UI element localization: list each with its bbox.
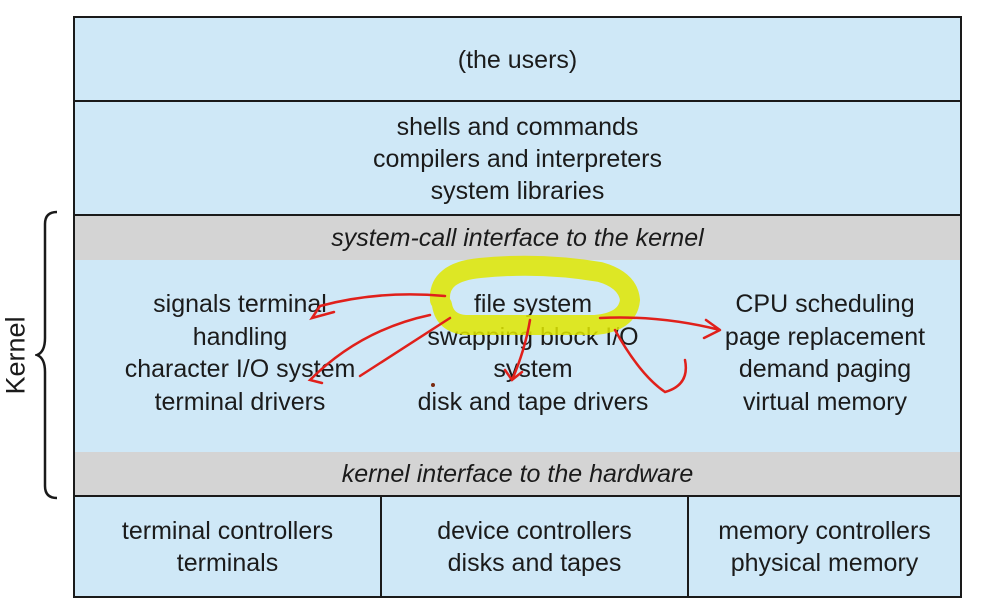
kernel-item: system (493, 355, 573, 383)
users-layer: (the users) (75, 18, 960, 102)
hardware-item: disks and tapes (447, 548, 622, 577)
kernel-item: swapping block I/O (427, 322, 639, 351)
kernel-item: terminal drivers (154, 387, 326, 416)
kernel-brace (35, 210, 58, 500)
kernel-item: page replacement (724, 322, 926, 351)
system-programs-text: shells and commands compilers and interp… (75, 111, 960, 207)
hardware-item: device controllers (437, 516, 632, 545)
system-programs-layer: shells and commands compilers and interp… (75, 102, 960, 216)
system-programs-line: system libraries (430, 177, 605, 205)
hardware-column-terminals: terminal controllers terminals (75, 497, 380, 596)
syscall-interface-layer: system-call interface to the kernel (75, 216, 960, 260)
kernel-item: CPU scheduling (735, 290, 915, 318)
hardware-interface-label: kernel interface to the hardware (341, 460, 694, 488)
hardware-column-devices: device controllers disks and tapes (380, 497, 687, 596)
system-programs-line: compilers and interpreters (372, 145, 662, 173)
kernel-item: disk and tape drivers (417, 387, 649, 416)
hardware-interface-layer: kernel interface to the hardware (75, 452, 960, 497)
hardware-item: terminal controllers (121, 516, 334, 545)
kernel-item: character I/O system (124, 355, 356, 383)
system-programs-line: shells and commands (396, 113, 639, 141)
hardware-layer: terminal controllers terminals device co… (75, 497, 960, 596)
hardware-item: terminals (176, 548, 279, 577)
kernel-item: demand paging (738, 355, 912, 383)
kernel-item: virtual memory (743, 387, 907, 416)
kernel-item: signals terminal (153, 290, 327, 318)
kernel-item: handling (192, 322, 288, 351)
syscall-interface-label: system-call interface to the kernel (331, 224, 704, 252)
kernel-column-io: signals terminal handling character I/O … (85, 288, 395, 418)
hardware-column-memory: memory controllers physical memory (687, 497, 960, 596)
kernel-label: Kernel (0, 316, 31, 395)
kernel-item: file system (473, 290, 593, 318)
hardware-item: memory controllers (718, 516, 931, 545)
users-label: (the users) (457, 46, 578, 74)
hardware-item: physical memory (730, 548, 919, 577)
kernel-column-storage: file system swapping block I/O system di… (380, 288, 686, 418)
kernel-layer: signals terminal handling character I/O … (75, 260, 960, 452)
os-structure-diagram: (the users) shells and commands compiler… (73, 16, 962, 598)
kernel-column-memory: CPU scheduling page replacement demand p… (690, 288, 960, 418)
